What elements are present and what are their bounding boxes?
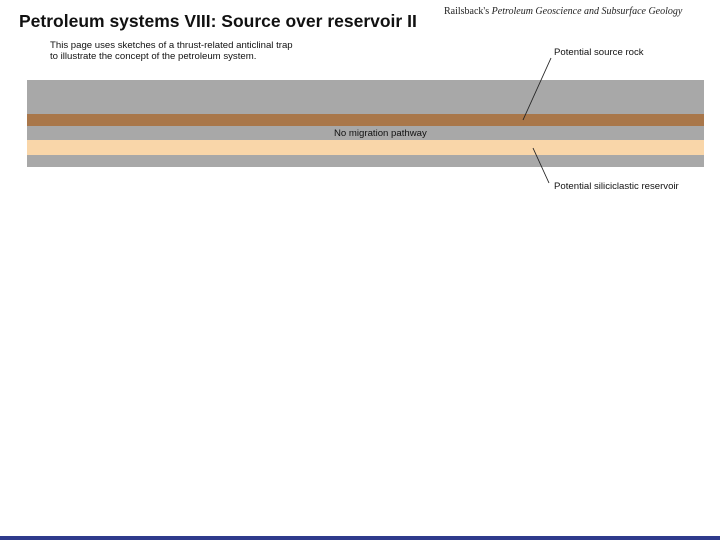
attribution: Railsback's Petroleum Geoscience and Sub… xyxy=(444,6,682,17)
source-rock-layer xyxy=(27,114,704,126)
intro-line-1: This page uses sketches of a thrust-rela… xyxy=(50,40,293,51)
source-rock-callout: Potential source rock xyxy=(554,47,644,58)
footer-bar xyxy=(0,536,720,540)
attribution-book-title: Petroleum Geoscience and Subsurface Geol… xyxy=(491,6,683,17)
attribution-prefix: Railsback's xyxy=(444,6,492,17)
migration-pathway-label: No migration pathway xyxy=(334,128,427,139)
page-title: Petroleum systems VIII: Source over rese… xyxy=(19,11,417,31)
upper-shale-layer xyxy=(27,80,704,114)
intro-line-2: to illustrate the concept of the petrole… xyxy=(50,51,257,62)
middle-shale-layer xyxy=(27,126,704,140)
reservoir-layer xyxy=(27,140,704,155)
lower-shale-layer xyxy=(27,155,704,167)
reservoir-callout: Potential siliciclastic reservoir xyxy=(554,181,679,192)
intro-text: This page uses sketches of a thrust-rela… xyxy=(50,40,350,62)
